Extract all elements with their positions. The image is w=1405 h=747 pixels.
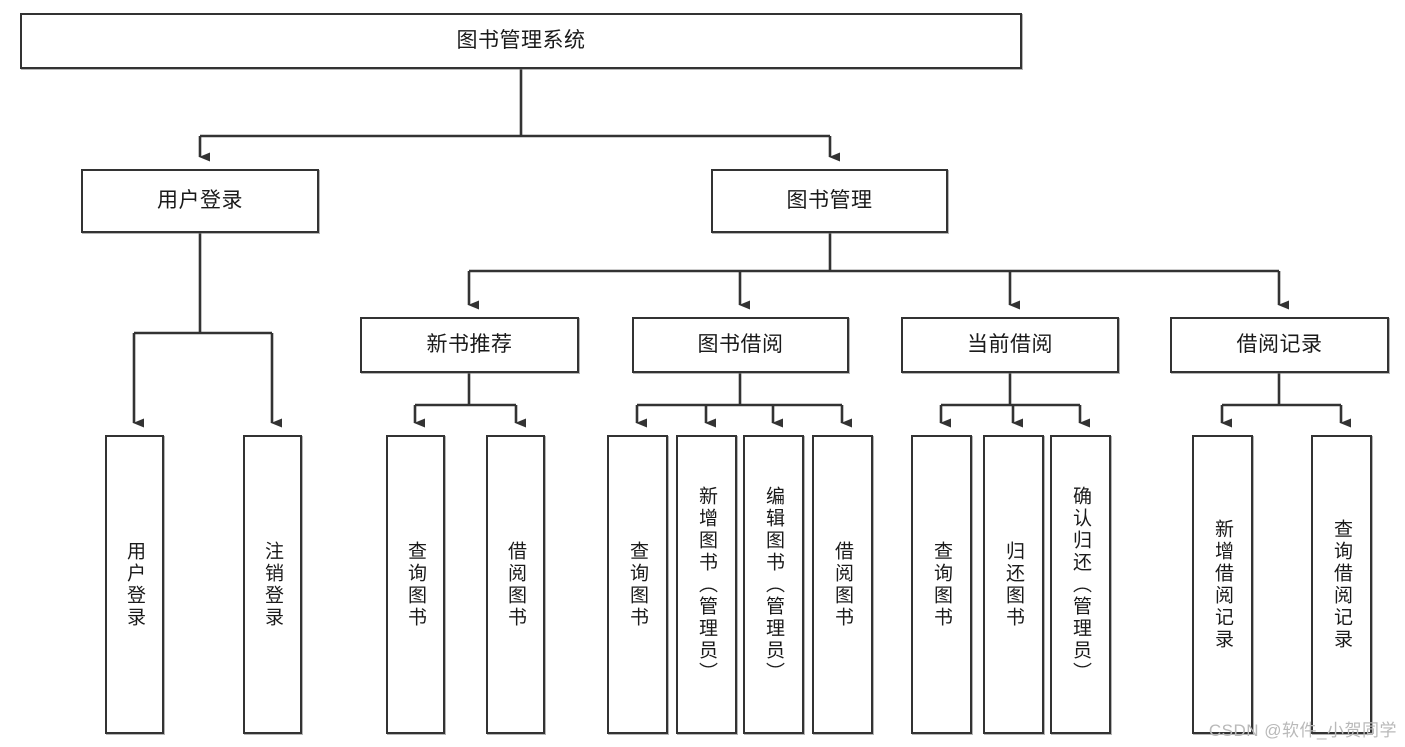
node-borrow-record-label: 借阅记录 bbox=[1236, 332, 1323, 356]
node-leaf-add-record-label: 新增借阅记录 bbox=[1212, 518, 1233, 651]
node-leaf-add-record[interactable]: 新增借阅记录 bbox=[1192, 435, 1253, 734]
node-leaf-confirm-return-label: 确认归还（管理员） bbox=[1070, 485, 1091, 684]
edges-currentborrow-to-leaves bbox=[939, 373, 1090, 428]
node-new-book-rec-label: 新书推荐 bbox=[426, 332, 513, 356]
node-user-login[interactable]: 用户登录 bbox=[81, 169, 319, 233]
node-leaf-add-book-label: 新增图书（管理员） bbox=[696, 485, 717, 684]
node-new-book-rec[interactable]: 新书推荐 bbox=[360, 317, 579, 373]
edges-bookmanage-to-level3 bbox=[467, 233, 1289, 310]
node-leaf-query-book-rec-label: 查询图书 bbox=[405, 540, 426, 629]
node-borrow-record[interactable]: 借阅记录 bbox=[1170, 317, 1389, 373]
edges-root-to-level2 bbox=[198, 69, 840, 162]
node-leaf-user-login[interactable]: 用户登录 bbox=[105, 435, 164, 734]
node-leaf-logout[interactable]: 注销登录 bbox=[243, 435, 302, 734]
node-leaf-query-book-cur-label: 查询图书 bbox=[931, 540, 952, 629]
edges-borrowrecord-to-leaves bbox=[1220, 373, 1351, 428]
node-leaf-query-record-label: 查询借阅记录 bbox=[1331, 518, 1352, 651]
node-book-manage[interactable]: 图书管理 bbox=[711, 169, 948, 233]
node-leaf-query-book-borrow-label: 查询图书 bbox=[627, 540, 648, 629]
edges-bookborrow-to-leaves bbox=[635, 373, 852, 428]
node-leaf-query-book-rec[interactable]: 查询图书 bbox=[386, 435, 445, 734]
node-user-login-label: 用户登录 bbox=[157, 188, 243, 212]
node-leaf-user-login-label: 用户登录 bbox=[124, 540, 145, 629]
node-leaf-query-record[interactable]: 查询借阅记录 bbox=[1311, 435, 1372, 734]
node-leaf-borrow-book-rec-label: 借阅图书 bbox=[505, 540, 526, 629]
node-leaf-confirm-return[interactable]: 确认归还（管理员） bbox=[1050, 435, 1111, 734]
watermark-text: CSDN @软件_小贺同学 bbox=[1208, 721, 1397, 740]
node-current-borrow-label: 当前借阅 bbox=[967, 332, 1053, 356]
edges-newbookrec-to-leaves bbox=[413, 373, 526, 428]
node-book-borrow-label: 图书借阅 bbox=[697, 332, 784, 356]
edges-userlogin-to-leaves bbox=[132, 233, 282, 428]
node-root-label: 图书管理系统 bbox=[456, 28, 586, 52]
node-root[interactable]: 图书管理系统 bbox=[20, 13, 1022, 69]
node-leaf-return-book[interactable]: 归还图书 bbox=[983, 435, 1044, 734]
node-leaf-return-book-label: 归还图书 bbox=[1003, 540, 1024, 629]
node-leaf-borrow-book[interactable]: 借阅图书 bbox=[812, 435, 873, 734]
node-book-borrow[interactable]: 图书借阅 bbox=[632, 317, 849, 373]
node-current-borrow[interactable]: 当前借阅 bbox=[901, 317, 1119, 373]
node-leaf-borrow-book-label: 借阅图书 bbox=[832, 540, 853, 629]
node-leaf-borrow-book-rec[interactable]: 借阅图书 bbox=[486, 435, 545, 734]
node-book-manage-label: 图书管理 bbox=[786, 188, 873, 212]
node-leaf-edit-book-label: 编辑图书（管理员） bbox=[763, 485, 784, 684]
node-leaf-add-book[interactable]: 新增图书（管理员） bbox=[676, 435, 737, 734]
node-leaf-logout-label: 注销登录 bbox=[262, 540, 283, 629]
node-leaf-query-book-borrow[interactable]: 查询图书 bbox=[607, 435, 668, 734]
node-leaf-edit-book[interactable]: 编辑图书（管理员） bbox=[743, 435, 804, 734]
node-leaf-query-book-cur[interactable]: 查询图书 bbox=[911, 435, 972, 734]
